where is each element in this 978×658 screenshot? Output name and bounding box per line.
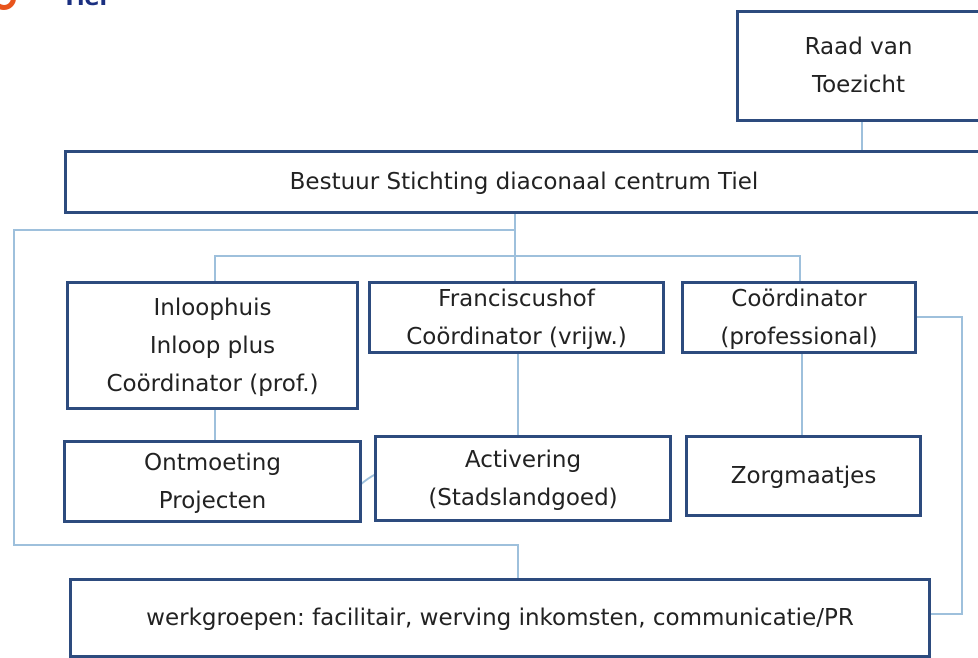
bestuur-line-1: Bestuur Stichting diaconaal centrum Tiel	[289, 169, 759, 195]
coordinator-box: Coördinator (professional)	[681, 281, 917, 354]
activering-line-1: Activering	[464, 446, 582, 473]
ontmoeting-box: Ontmoeting Projecten	[63, 440, 362, 523]
werkgroepen-box: werkgroepen: facilitair, werving inkomst…	[69, 578, 931, 658]
logo-text: Tiel	[62, 0, 107, 10]
connector-left-loop	[13, 229, 519, 578]
inloophuis-line-1: Inloophuis	[153, 294, 272, 321]
franciscushof-line-1: Franciscushof	[438, 285, 595, 312]
activering-box: Activering (Stadslandgoed)	[374, 435, 672, 522]
bestuur-box: Bestuur Stichting diaconaal centrum Tiel	[64, 150, 978, 214]
zorgmaatjes-box: Zorgmaatjes	[685, 435, 922, 517]
connector-right-loop	[916, 316, 963, 615]
coordinator-line-2: (professional)	[720, 323, 878, 350]
ontmoeting-line-2: Projecten	[158, 487, 267, 514]
logo: Tiel	[0, 0, 130, 14]
raad-line-2: Toezicht	[811, 72, 906, 98]
inloophuis-line-3: Coördinator (prof.)	[106, 370, 319, 397]
werkgroepen-line-1: werkgroepen: facilitair, werving inkomst…	[146, 605, 854, 631]
coordinator-line-1: Coördinator	[731, 285, 867, 312]
raad-van-toezicht-box: Raad van Toezicht	[736, 10, 978, 122]
raad-line-1: Raad van	[804, 34, 913, 60]
zorgmaatjes-line-1: Zorgmaatjes	[730, 463, 877, 489]
ontmoeting-line-1: Ontmoeting	[144, 449, 281, 476]
connector-branch	[214, 255, 801, 281]
franciscushof-box: Franciscushof Coördinator (vrijw.)	[368, 281, 665, 354]
activering-line-2: (Stadslandgoed)	[428, 484, 618, 511]
inloophuis-box: Inloophuis Inloop plus Coördinator (prof…	[66, 281, 359, 410]
inloophuis-line-2: Inloop plus	[149, 332, 276, 359]
franciscushof-line-2: Coördinator (vrijw.)	[406, 323, 627, 350]
logo-mark-icon	[0, 0, 16, 10]
